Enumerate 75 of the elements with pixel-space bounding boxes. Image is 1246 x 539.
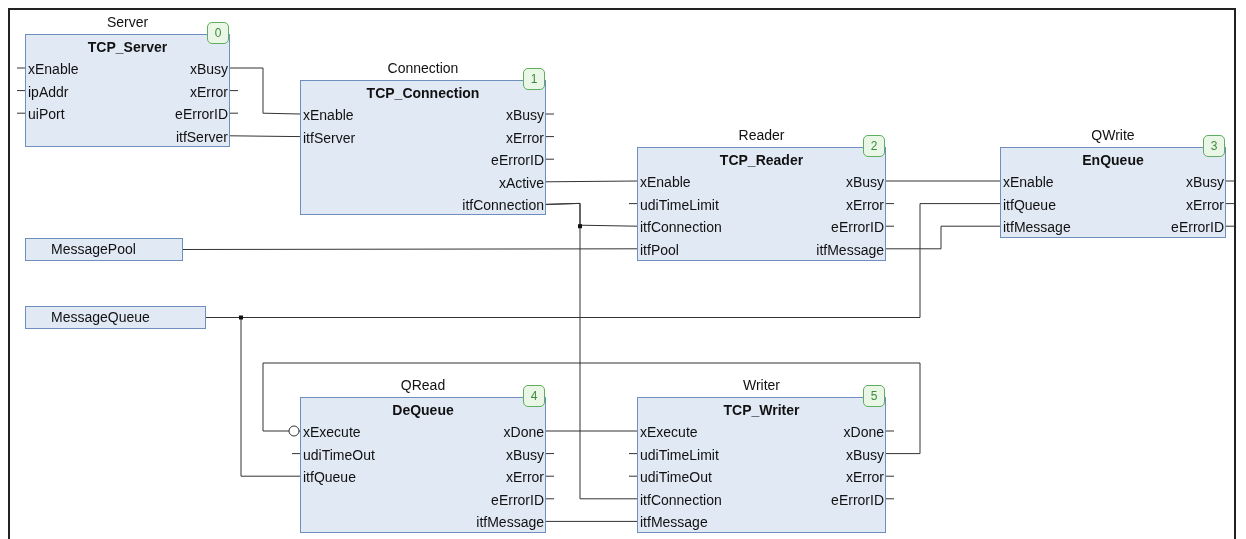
pin-label: xError bbox=[189, 81, 229, 102]
block-type-name: TCP_Connection bbox=[365, 84, 481, 102]
pin-label: eErrorID bbox=[175, 104, 229, 125]
pin-label: udiTimeLimit bbox=[638, 194, 719, 215]
pin-label: xBusy bbox=[505, 444, 545, 465]
block-type-name: EnQueue bbox=[1081, 151, 1145, 169]
pin-label: xEnable bbox=[1001, 172, 1054, 192]
pin-label: itfMessage bbox=[816, 239, 885, 260]
pin-label: xBusy bbox=[845, 172, 885, 192]
execution-order-badge: 3 bbox=[1203, 135, 1225, 157]
instance-name: Server bbox=[105, 13, 150, 32]
block-type-name: TCP_Writer bbox=[722, 401, 801, 419]
instance-name: QRead bbox=[399, 376, 447, 395]
pin-label: itfMessage bbox=[1001, 217, 1071, 238]
wire bbox=[229, 135, 301, 138]
pin-label: udiTimeOut bbox=[638, 467, 712, 488]
block-type-name: TCP_Reader bbox=[718, 151, 805, 169]
pin-label: xEnable bbox=[26, 59, 79, 79]
wire bbox=[885, 225, 1001, 250]
pin-label: udiTimeLimit bbox=[638, 444, 719, 465]
instance-name: Reader bbox=[737, 126, 786, 145]
execution-order-badge: 0 bbox=[207, 22, 229, 44]
execution-order-badge: 4 bbox=[523, 385, 545, 407]
pin-label: xExecute bbox=[301, 422, 361, 442]
wire bbox=[545, 180, 638, 183]
pin-label: xError bbox=[845, 194, 885, 215]
pin-label: xBusy bbox=[845, 444, 885, 465]
pin-label: itfServer bbox=[301, 127, 356, 148]
wire bbox=[229, 67, 301, 115]
pin-label: xBusy bbox=[505, 105, 545, 125]
pin-label: eErrorID bbox=[831, 217, 885, 238]
variable-box: MessagePool bbox=[25, 238, 183, 261]
pin-label: eErrorID bbox=[491, 489, 545, 510]
block-type-name: DeQueue bbox=[391, 401, 455, 419]
pin-label: itfMessage bbox=[638, 512, 708, 533]
pin-label: xActive bbox=[498, 172, 545, 193]
pin-label: xError bbox=[505, 467, 545, 488]
variable-box: MessageQueue bbox=[25, 306, 206, 329]
execution-order-badge: 1 bbox=[523, 68, 545, 90]
pin-label: itfConnection bbox=[462, 195, 545, 216]
pin-label: xError bbox=[505, 127, 545, 148]
block-type-name: TCP_Server bbox=[86, 38, 169, 56]
pin-label: xBusy bbox=[1185, 172, 1225, 192]
instance-name: QWrite bbox=[1090, 126, 1136, 145]
pin-label: udiTimeOut bbox=[301, 444, 375, 465]
wire bbox=[545, 520, 638, 522]
pin-label: ipAddr bbox=[26, 81, 69, 102]
pin-label: xError bbox=[1185, 194, 1225, 215]
pin-label: itfServer bbox=[175, 126, 229, 147]
wire bbox=[885, 180, 1001, 182]
pin-label: xExecute bbox=[638, 422, 698, 442]
pin-label: eErrorID bbox=[1171, 217, 1225, 238]
instance-name: Connection bbox=[386, 59, 460, 78]
wire bbox=[545, 430, 638, 432]
pin-label: itfConnection bbox=[638, 489, 722, 510]
pin-label: xDone bbox=[843, 422, 885, 442]
pin-label: eErrorID bbox=[491, 150, 545, 171]
execution-order-badge: 2 bbox=[863, 135, 885, 157]
pin-label: uiPort bbox=[26, 104, 65, 125]
pin-label: xEnable bbox=[301, 105, 354, 125]
pin-label: itfQueue bbox=[301, 467, 356, 488]
wire bbox=[262, 362, 921, 455]
pin-label: xError bbox=[845, 467, 885, 488]
wire bbox=[182, 248, 638, 250]
pin-label: xEnable bbox=[638, 172, 691, 192]
execution-order-badge: 5 bbox=[863, 385, 885, 407]
pin-label: itfMessage bbox=[476, 512, 545, 533]
pin-label: xDone bbox=[503, 422, 545, 442]
pin-label: itfQueue bbox=[1001, 194, 1056, 215]
wire bbox=[545, 202, 638, 500]
instance-name: Writer bbox=[741, 376, 782, 395]
pin-label: itfConnection bbox=[638, 217, 722, 238]
pin-label: eErrorID bbox=[831, 489, 885, 510]
pin-label: itfPool bbox=[638, 239, 679, 260]
pin-label: xBusy bbox=[189, 59, 229, 79]
